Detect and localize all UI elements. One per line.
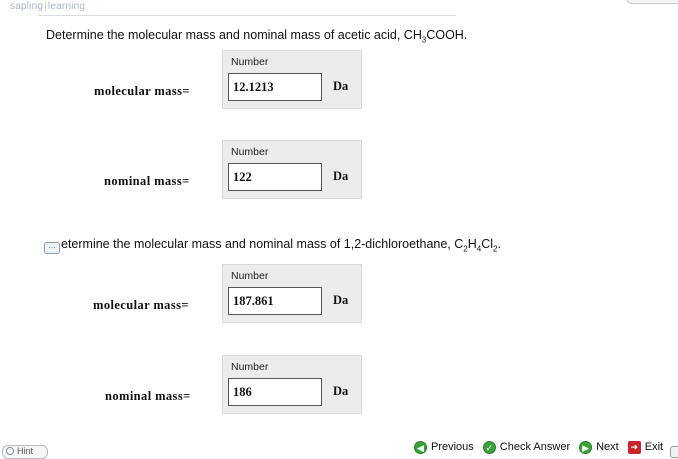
number-caption: Number bbox=[231, 56, 269, 68]
q1-nominal-mass-label: nominal mass= bbox=[104, 174, 190, 188]
q2-nominal-mass-label: nominal mass= bbox=[105, 389, 191, 403]
arrow-left-icon: ◀ bbox=[414, 440, 427, 454]
exit-button[interactable]: ➜ Exit bbox=[627, 440, 663, 454]
question-1-text: Determine the molecular mass and nominal… bbox=[46, 28, 468, 45]
check-icon: ✓ bbox=[482, 440, 496, 454]
footer-nav: ◀ Previous ✓ Check Answer ▶ Next ➜ Exit bbox=[414, 438, 672, 456]
q1-nominal-mass-panel: Number 122 Da bbox=[222, 140, 362, 199]
comment-bubble-icon[interactable]: ··· bbox=[44, 242, 60, 254]
previous-button[interactable]: ◀ Previous bbox=[414, 440, 474, 454]
number-caption: Number bbox=[231, 146, 269, 158]
hint-button[interactable]: Hint bbox=[2, 445, 48, 459]
unit-da: Da bbox=[333, 384, 349, 398]
unit-da: Da bbox=[333, 293, 349, 307]
unit-da: Da bbox=[333, 79, 349, 93]
exit-icon: ➜ bbox=[627, 440, 641, 454]
q2-nominal-mass-panel: Number 186 Da bbox=[222, 355, 362, 414]
number-caption: Number bbox=[231, 361, 269, 373]
question-2-text: ···etermine the molecular mass and nomin… bbox=[44, 237, 501, 254]
q2-molecular-mass-panel: Number 187.861 Da bbox=[222, 264, 362, 323]
header-divider bbox=[38, 15, 456, 16]
q2-molecular-mass-input[interactable]: 187.861 bbox=[228, 287, 322, 315]
q2-molecular-mass-label: molecular mass= bbox=[93, 298, 189, 312]
q2-nominal-mass-input[interactable]: 186 bbox=[228, 378, 322, 406]
q1-molecular-mass-label: molecular mass= bbox=[94, 84, 190, 98]
check-answer-button[interactable]: ✓ Check Answer bbox=[482, 440, 570, 454]
q1-molecular-mass-panel: Number 12.1213 Da bbox=[222, 50, 362, 109]
top-right-button[interactable] bbox=[626, 0, 678, 4]
hint-icon bbox=[6, 447, 14, 455]
q1-molecular-mass-input[interactable]: 12.1213 bbox=[228, 73, 322, 101]
arrow-right-icon: ▶ bbox=[579, 440, 593, 454]
next-button[interactable]: ▶ Next bbox=[579, 440, 619, 454]
number-caption: Number bbox=[231, 270, 269, 282]
unit-da: Da bbox=[333, 169, 349, 183]
q1-nominal-mass-input[interactable]: 122 bbox=[228, 163, 322, 191]
scroll-corner[interactable] bbox=[670, 446, 678, 458]
sapling-logo: sapling|learning bbox=[10, 1, 86, 12]
